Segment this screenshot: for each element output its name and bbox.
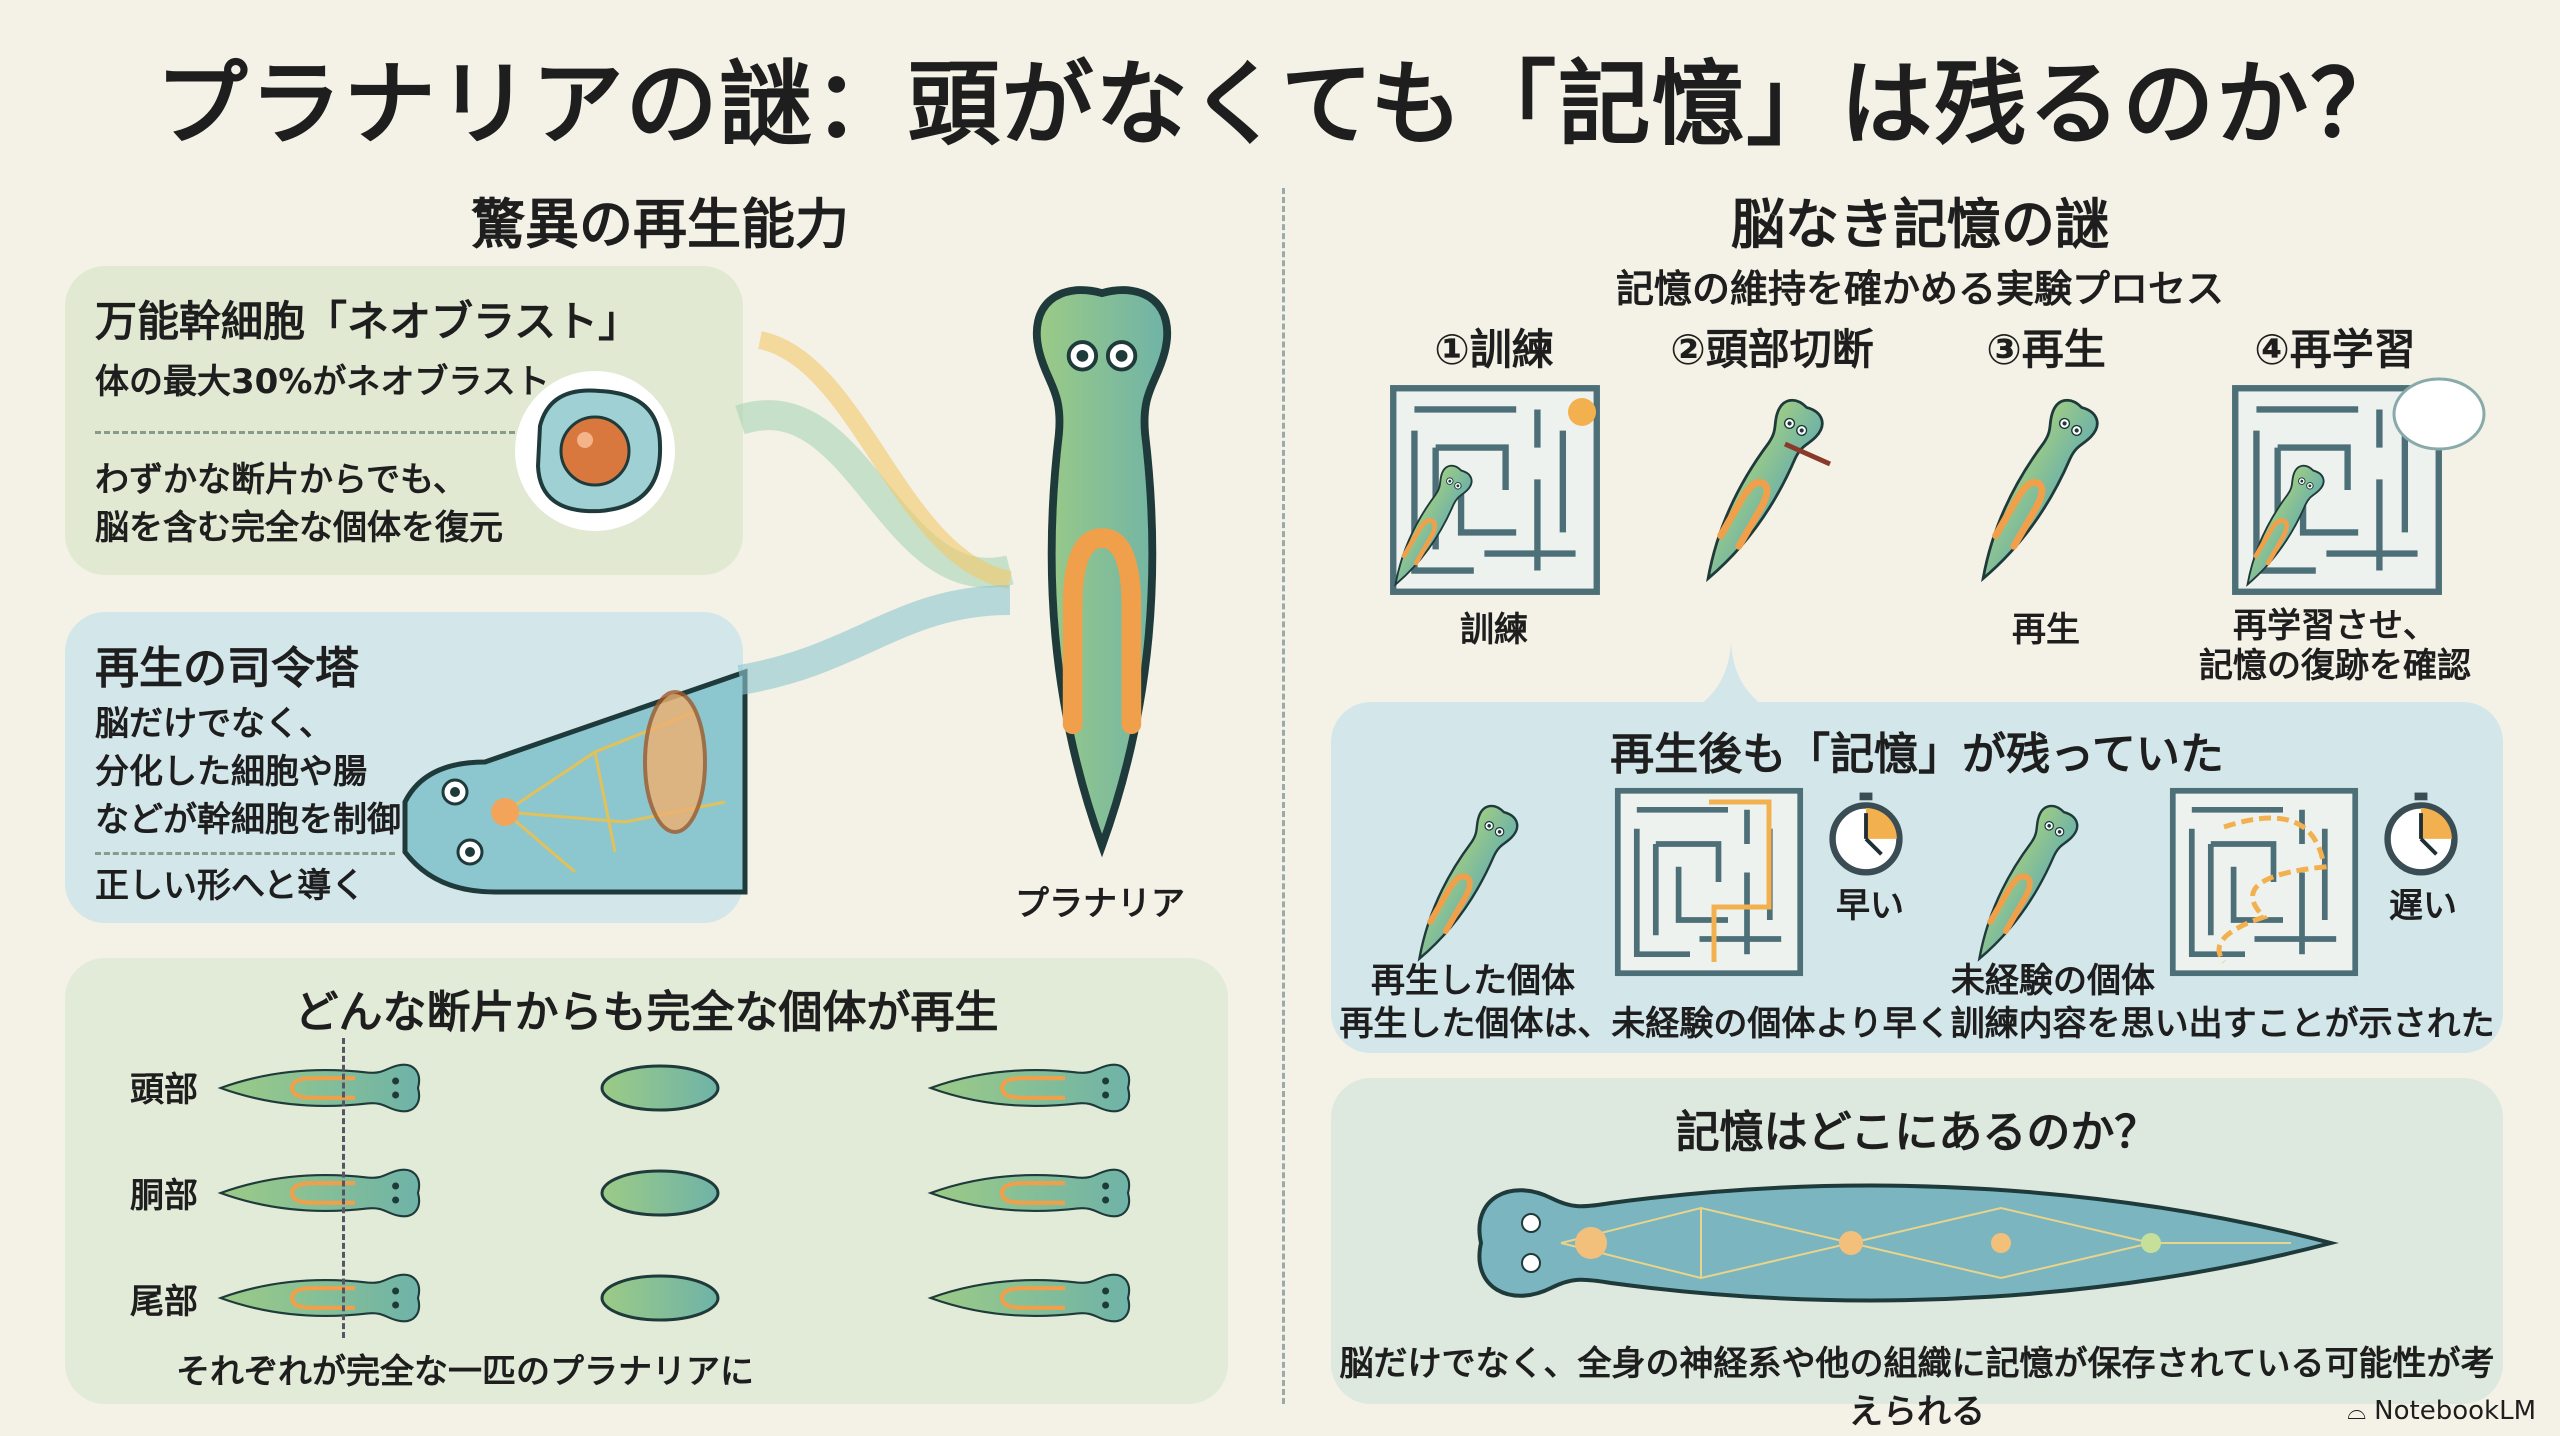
notebooklm-logo-icon: ⌓ (2347, 1397, 2367, 1425)
planaria-label: プラナリア (1015, 884, 1185, 924)
fragments-title: どんな断片からも完全な個体が再生 (294, 987, 999, 1038)
regenerated-label: 再生した個体 (1371, 961, 1575, 1001)
fragment-head-original (215, 1053, 425, 1123)
stem-cell-icon (515, 371, 675, 531)
neoblast-line1: 体の最大30%がネオブラスト (95, 362, 550, 402)
fragments-card: どんな断片からも完全な個体が再生 頭部 胴部 尾部 それぞれが完全な一匹のプラナ… (65, 958, 1228, 1404)
stopwatch-slow-icon (2381, 790, 2461, 880)
slow-label: 遅い (2389, 886, 2457, 926)
step-3-regenerated-illustration (1965, 384, 2135, 596)
control-card: 再生の司令塔 脳だけでなく、 分化した細胞や腸 などが幹細胞を制御 正しい形へと… (65, 612, 748, 923)
fast-maze (1609, 787, 1809, 977)
step-4-label: ④再学習 (2254, 325, 2416, 374)
regenerated-planaria (905, 1158, 1155, 1228)
row-label-tail: 尾部 (130, 1282, 198, 1322)
step-3-label: ③再生 (1986, 325, 2106, 374)
flow-ribbons (735, 331, 1014, 695)
fragments-footer: それぞれが完全な一匹のプラナリアに (176, 1352, 754, 1392)
right-subheading: 記憶の維持を確かめる実験プロセス (1615, 267, 2224, 311)
control-line4: 正しい形へと導く (95, 866, 366, 906)
callout-pointer (1701, 642, 1761, 704)
result-card: 再生後も「記憶」が残っていた 早い 再生した個体 遅い 未経験の個体 再生した個… (1331, 642, 2503, 1053)
step-3-caption: 再生 (2012, 610, 2080, 650)
slow-maze (2164, 787, 2364, 977)
fragment-piece (600, 1169, 720, 1217)
regenerated-planaria (905, 1053, 1155, 1123)
step-1-maze-illustration (1382, 384, 1608, 596)
step-4-caption: 再学習させ、 記憶の復跡を確認 (2199, 606, 2471, 686)
stopwatch-fast-icon (1826, 790, 1906, 880)
divider (95, 431, 515, 434)
neoblast-title: 万能幹細胞「ネオブラスト」 (95, 297, 641, 346)
left-heading: 驚異の再生能力 (471, 193, 849, 256)
control-line1: 脳だけでなく、 (95, 704, 333, 744)
result-title: 再生後も「記憶」が残っていた (1610, 729, 2224, 780)
section-divider (1282, 188, 1285, 1404)
where-summary: 脳だけでなく、全身の神経系や他の組織に記憶が保存されている可能性が考えられる (1339, 1344, 2495, 1432)
step-4-relearn-illustration (2224, 377, 2486, 596)
step-1-caption: 訓練 (1460, 610, 1528, 650)
fragment-tail-original (215, 1263, 425, 1333)
divider (95, 852, 395, 855)
where-card: 記憶はどこにあるのか？ 脳だけでなく、全身の神経系や他の組織に記憶が保存されてい… (1331, 1078, 2503, 1432)
neoblast-line2: わずかな断片からでも、 (95, 460, 467, 500)
regenerated-planaria (905, 1263, 1155, 1333)
fragment-piece (600, 1064, 720, 1112)
step-1-label: ①訓練 (1434, 325, 1554, 374)
neoblast-card: 万能幹細胞「ネオブラスト」 体の最大30%がネオブラスト わずかな断片からでも、… (65, 266, 743, 575)
fragment-piece (600, 1274, 720, 1322)
control-line2: 分化した細胞や腸 (95, 752, 367, 792)
row-label-trunk: 胴部 (130, 1176, 198, 1216)
planaria-illustration (1004, 261, 1200, 874)
regenerated-planaria (1391, 792, 1541, 972)
step-2-label: ②頭部切断 (1670, 325, 1874, 374)
right-heading: 脳なき記憶の謎 (1731, 193, 2109, 256)
brand-watermark: ⌓ NotebookLM (2347, 1396, 2536, 1426)
control-line3: などが幹細胞を制御 (95, 800, 401, 840)
cut-line (342, 1038, 345, 1338)
row-label-head: 頭部 (130, 1070, 198, 1110)
brand-label: NotebookLM (2374, 1396, 2536, 1426)
naive-label: 未経験の個体 (1951, 961, 2155, 1001)
page-title: プラナリアの謎：頭がなくても「記憶」は残るのか？ (155, 51, 2405, 158)
result-summary: 再生した個体は、未経験の個体より早く訓練内容を思い出すことが示された (1339, 1004, 2495, 1044)
where-title: 記憶はどこにあるのか？ (1675, 1107, 2159, 1158)
planaria-head-nerves-illustration (402, 668, 748, 895)
control-title: 再生の司令塔 (95, 643, 359, 694)
naive-planaria (1951, 792, 2101, 972)
fast-label: 早い (1836, 886, 1904, 926)
neoblast-line3: 脳を含む完全な個体を復元 (95, 508, 503, 548)
step-2-head-cut-illustration (1690, 384, 1860, 596)
planaria-nervous-system-illustration (1477, 1183, 2339, 1303)
fragment-trunk-original (215, 1158, 425, 1228)
